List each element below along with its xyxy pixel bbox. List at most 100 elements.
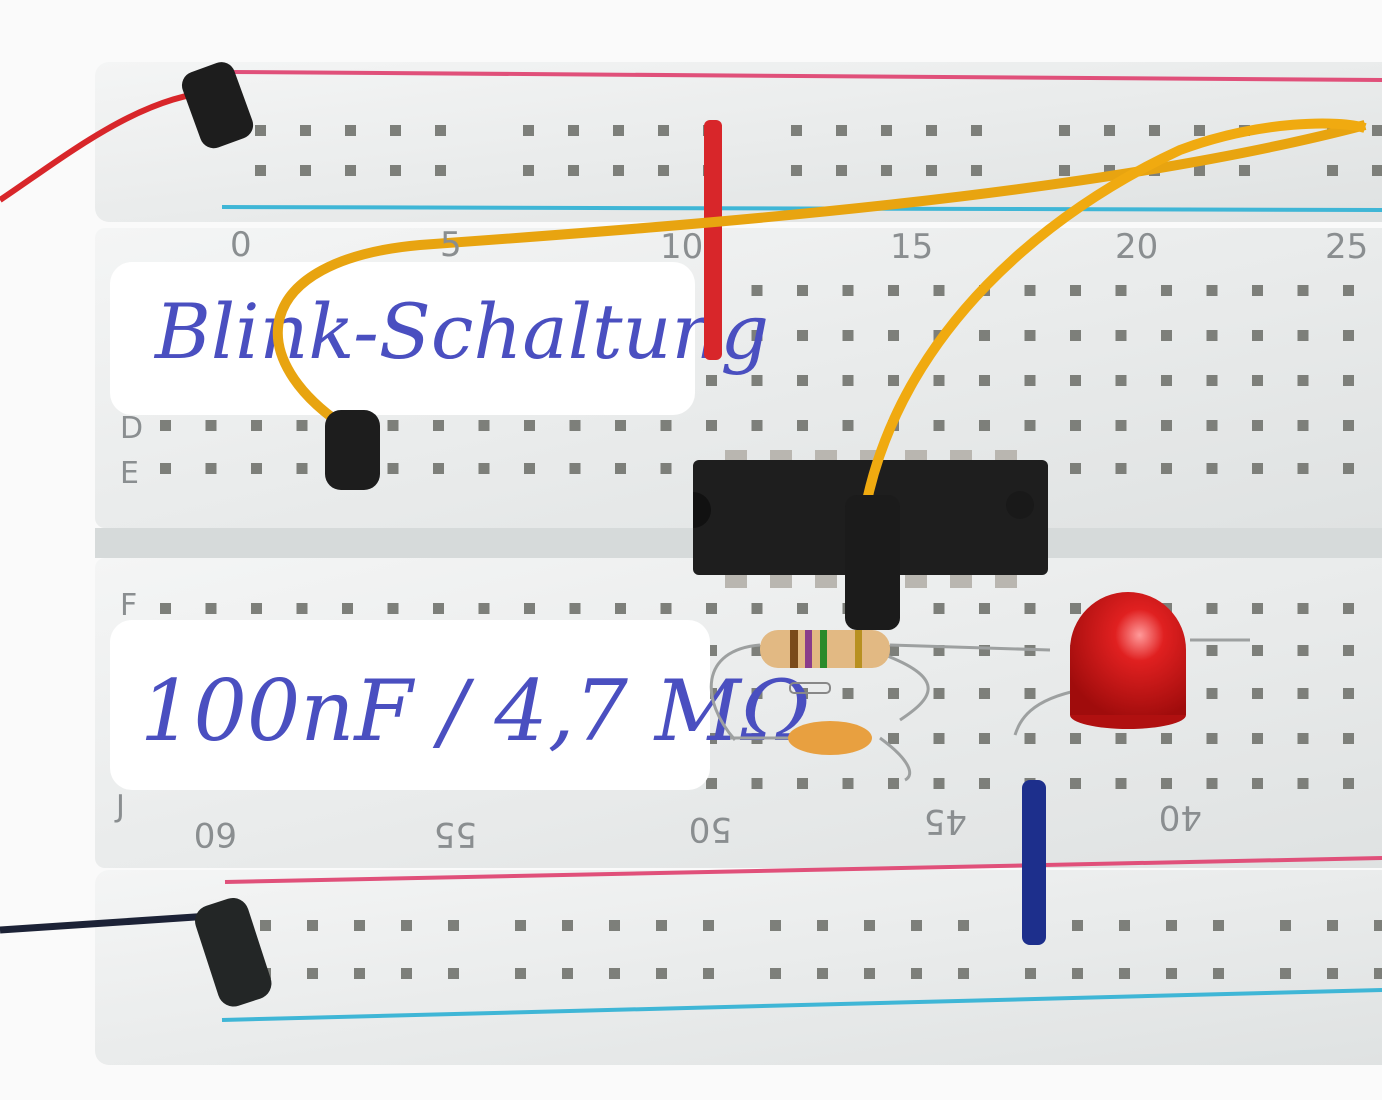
hole	[706, 375, 717, 386]
hole	[1070, 733, 1081, 744]
hole	[888, 285, 899, 296]
hole	[979, 375, 990, 386]
hole	[1372, 165, 1382, 176]
hole	[842, 285, 854, 296]
hole	[958, 920, 969, 931]
yellow-wire-pin	[325, 410, 380, 490]
row-letter: J	[114, 789, 125, 824]
hole	[1059, 125, 1070, 136]
hole	[345, 125, 356, 136]
hole	[255, 165, 266, 176]
hole	[791, 165, 802, 176]
hole	[615, 603, 626, 614]
hole	[1119, 920, 1130, 931]
hole	[1297, 778, 1309, 789]
hole	[251, 603, 262, 614]
hole	[911, 920, 922, 931]
hole	[1025, 968, 1036, 979]
hole	[1024, 330, 1036, 341]
hole	[1024, 420, 1036, 431]
hole	[703, 968, 714, 979]
hole	[979, 420, 990, 431]
hole	[1327, 968, 1338, 979]
hole	[864, 968, 875, 979]
hole	[205, 463, 217, 474]
hole	[660, 420, 672, 431]
label-component-values: 100nF / 4,7 MΩ	[140, 662, 810, 760]
col-num: 10	[660, 227, 703, 267]
hole	[1161, 733, 1172, 744]
hole	[1327, 920, 1338, 931]
hole	[1206, 330, 1218, 341]
hole	[569, 603, 581, 614]
hole	[1161, 463, 1172, 474]
hole	[979, 733, 990, 744]
hole	[751, 688, 763, 699]
hole	[658, 165, 669, 176]
hole	[1161, 778, 1172, 789]
component-leads	[709, 638, 1250, 782]
hole	[660, 463, 672, 474]
hole	[1161, 285, 1172, 296]
red-rail-line-bottom	[224, 856, 1382, 884]
hole	[1206, 688, 1218, 699]
column-numbers-top: 0 5 10 15 20 25	[230, 225, 1368, 267]
hole	[1024, 603, 1036, 614]
hole	[1252, 285, 1263, 296]
hole	[864, 920, 875, 931]
hole	[797, 420, 808, 431]
hole	[971, 165, 982, 176]
hole	[1213, 920, 1224, 931]
hole	[1206, 463, 1218, 474]
hole	[345, 165, 356, 176]
label-sticker-bottom	[110, 620, 710, 790]
red-wire-pin-top	[181, 62, 254, 149]
col-num: 15	[890, 227, 933, 267]
hole	[1206, 733, 1218, 744]
hole	[1070, 778, 1081, 789]
hole	[979, 645, 990, 656]
hole	[1327, 165, 1338, 176]
hole	[296, 420, 308, 431]
hole	[703, 920, 714, 931]
wire-link	[789, 682, 831, 694]
hole	[1252, 463, 1263, 474]
hole	[524, 603, 535, 614]
hole	[296, 463, 308, 474]
hole	[260, 920, 271, 931]
hole	[609, 968, 620, 979]
hole	[933, 645, 945, 656]
hole	[1297, 463, 1309, 474]
hole	[1343, 330, 1354, 341]
hole	[979, 778, 990, 789]
hole	[387, 463, 399, 474]
hole	[448, 968, 459, 979]
hole	[751, 330, 763, 341]
hole	[888, 733, 899, 744]
hole	[205, 420, 217, 431]
hole	[836, 125, 847, 136]
hole	[160, 463, 171, 474]
hole	[568, 125, 579, 136]
hole	[1206, 375, 1218, 386]
hole	[933, 375, 945, 386]
hole	[797, 778, 808, 789]
hole	[1206, 420, 1218, 431]
hole	[933, 733, 945, 744]
hole	[562, 920, 573, 931]
hole	[1059, 165, 1070, 176]
col-num: 50	[689, 809, 732, 849]
hole	[515, 968, 526, 979]
hole	[300, 125, 311, 136]
hole	[751, 375, 763, 386]
hole	[979, 688, 990, 699]
label-sticker-top	[110, 262, 695, 415]
hole	[926, 125, 937, 136]
hole	[1070, 285, 1081, 296]
hole	[1149, 125, 1160, 136]
hole	[1374, 968, 1382, 979]
hole	[751, 285, 763, 296]
hole	[390, 125, 401, 136]
hole	[1343, 420, 1354, 431]
